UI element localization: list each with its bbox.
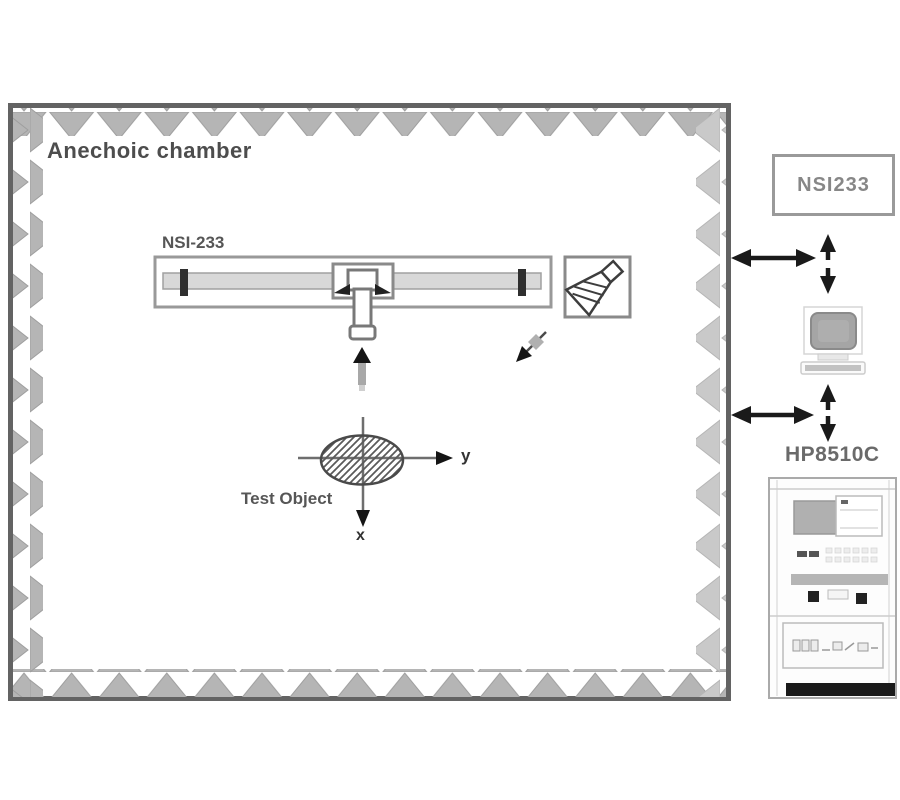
- probe-icon: [348, 324, 377, 341]
- chamber-wall: [8, 103, 731, 701]
- analyzer-button: [809, 551, 819, 557]
- cable-arrow-chamber-to-controller: [731, 249, 816, 267]
- absorber-left: [13, 108, 43, 697]
- horn-antenna-unit: [516, 255, 632, 362]
- scanner-label: NSI-233: [162, 233, 225, 252]
- keyboard-keys: [805, 365, 861, 371]
- rail-end-right: [518, 269, 526, 296]
- test-object-label: Test Object: [241, 489, 333, 508]
- absorber-top: [13, 108, 726, 136]
- computer-icon: [800, 306, 866, 375]
- cable-arrow-computer-to-analyzer: [820, 384, 836, 442]
- controller-label: NSI233: [797, 173, 870, 196]
- cable-arrow-controller-to-computer: [820, 234, 836, 294]
- scanner-assembly: [153, 255, 553, 341]
- test-object-ellipse: [319, 434, 405, 486]
- cable-arrow-chamber-to-analyzer: [731, 406, 814, 424]
- analyzer-softkeys: [825, 547, 878, 563]
- test-object-group: [298, 417, 453, 527]
- analyzer-knob: [808, 591, 819, 602]
- anechoic-chamber: [8, 103, 731, 701]
- analyzer-crt-screen: [793, 500, 837, 535]
- controller-box: NSI233: [772, 154, 895, 216]
- probe-shaft: [352, 287, 373, 331]
- analyzer-connectors: [792, 639, 869, 652]
- analyzer-gray-strip: [791, 574, 888, 585]
- rail-end-left: [180, 269, 188, 296]
- x-axis-label: x: [356, 527, 365, 544]
- absorber-right: [696, 108, 726, 697]
- monitor-stand: [817, 353, 849, 361]
- analyzer-base-bar: [786, 683, 895, 696]
- monitor-screen-inner: [818, 320, 849, 342]
- probe-mount: [346, 268, 379, 292]
- up-arrow-tail: [359, 385, 365, 391]
- network-analyzer-icon: [768, 477, 897, 699]
- x-axis-arrowhead: [356, 510, 370, 527]
- horn-antenna-icon: [564, 259, 625, 318]
- coupling-arrow-up: [353, 347, 371, 391]
- signal-arrow-fletch: [528, 334, 544, 350]
- analyzer-button: [797, 551, 807, 557]
- up-arrow-shaft: [358, 363, 366, 385]
- analyzer-knob: [856, 593, 867, 604]
- probe-flange-left: [334, 284, 350, 295]
- probe-flange-right: [375, 284, 391, 295]
- analyzer-label: HP8510C: [785, 443, 880, 466]
- signal-arrow: [516, 331, 547, 362]
- up-arrowhead: [353, 347, 371, 363]
- chamber-label: Anechoic chamber: [47, 138, 252, 163]
- y-axis-arrowhead: [436, 451, 453, 465]
- y-axis-label: y: [461, 446, 471, 465]
- absorber-bottom: [13, 669, 726, 697]
- signal-arrowhead: [516, 346, 532, 362]
